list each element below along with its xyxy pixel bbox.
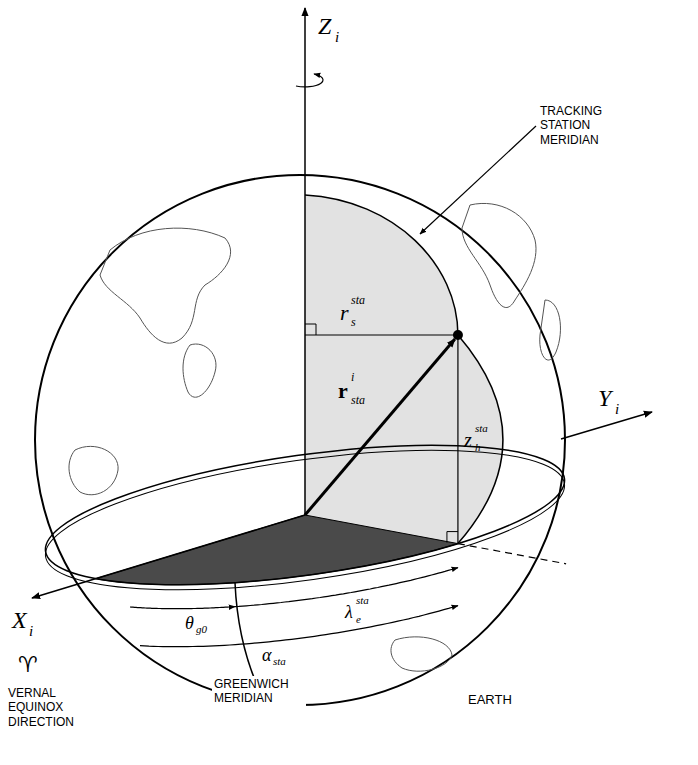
angle-label: λ (345, 603, 353, 621)
theta-arc (130, 607, 235, 609)
continent-outline (391, 637, 452, 671)
rotation-arrow (296, 74, 323, 87)
continent-outline (69, 446, 118, 494)
continent-outline (183, 344, 216, 397)
symbol-label: r (340, 302, 349, 324)
axis-label: Z (318, 14, 331, 38)
right-angle-mark (305, 324, 316, 335)
lambda-arc (235, 568, 458, 607)
earth-sphere (35, 175, 565, 705)
tracking-station-dot (453, 330, 463, 340)
subscript: s (351, 316, 356, 328)
subscript: i (29, 624, 33, 639)
superscript: sta (356, 595, 369, 606)
alpha-arc (140, 606, 458, 647)
z-axis (304, 8, 306, 515)
meridian-label: TRACKING STATION MERIDIAN (540, 104, 640, 147)
subscript: e (356, 614, 361, 625)
continent-outline (462, 203, 536, 307)
superscript: sta (475, 423, 488, 434)
axis-label: Y (598, 386, 611, 410)
subscript: i (615, 402, 619, 417)
vector-label: r (338, 380, 348, 402)
x-axis (32, 515, 305, 598)
subscript: h (475, 442, 481, 453)
superscript: sta (351, 294, 365, 306)
aries-symbol: ♈ (18, 654, 38, 676)
subscript: sta (273, 656, 286, 667)
subscript: sta (351, 394, 365, 406)
zh-line (457, 335, 458, 544)
meridian-label: GREENWICH MERIDIAN (212, 676, 306, 707)
superscript: i (351, 371, 354, 383)
subscript: g0 (196, 624, 207, 635)
station-meridian (305, 195, 503, 544)
right-angle-mark (447, 532, 458, 543)
station-position-vector (305, 339, 455, 515)
symbol-label: z (464, 430, 472, 450)
equatorial-sector-shading (96, 515, 458, 585)
y-axis (561, 412, 652, 439)
angle-label: θ (185, 614, 194, 632)
continent-outline (540, 300, 561, 360)
subscript: i (335, 30, 339, 45)
rs-line (305, 334, 458, 335)
leader-line (420, 126, 536, 234)
axis-label: X (12, 608, 27, 632)
earth-label: EARTH (468, 692, 512, 708)
continent-outline (100, 228, 231, 343)
angle-label: α (262, 646, 271, 664)
direction-label: VERNAL EQUINOX DIRECTION (8, 686, 103, 729)
station-longitude-dashed-line (458, 544, 566, 564)
meridian-plane-shading (305, 195, 503, 544)
